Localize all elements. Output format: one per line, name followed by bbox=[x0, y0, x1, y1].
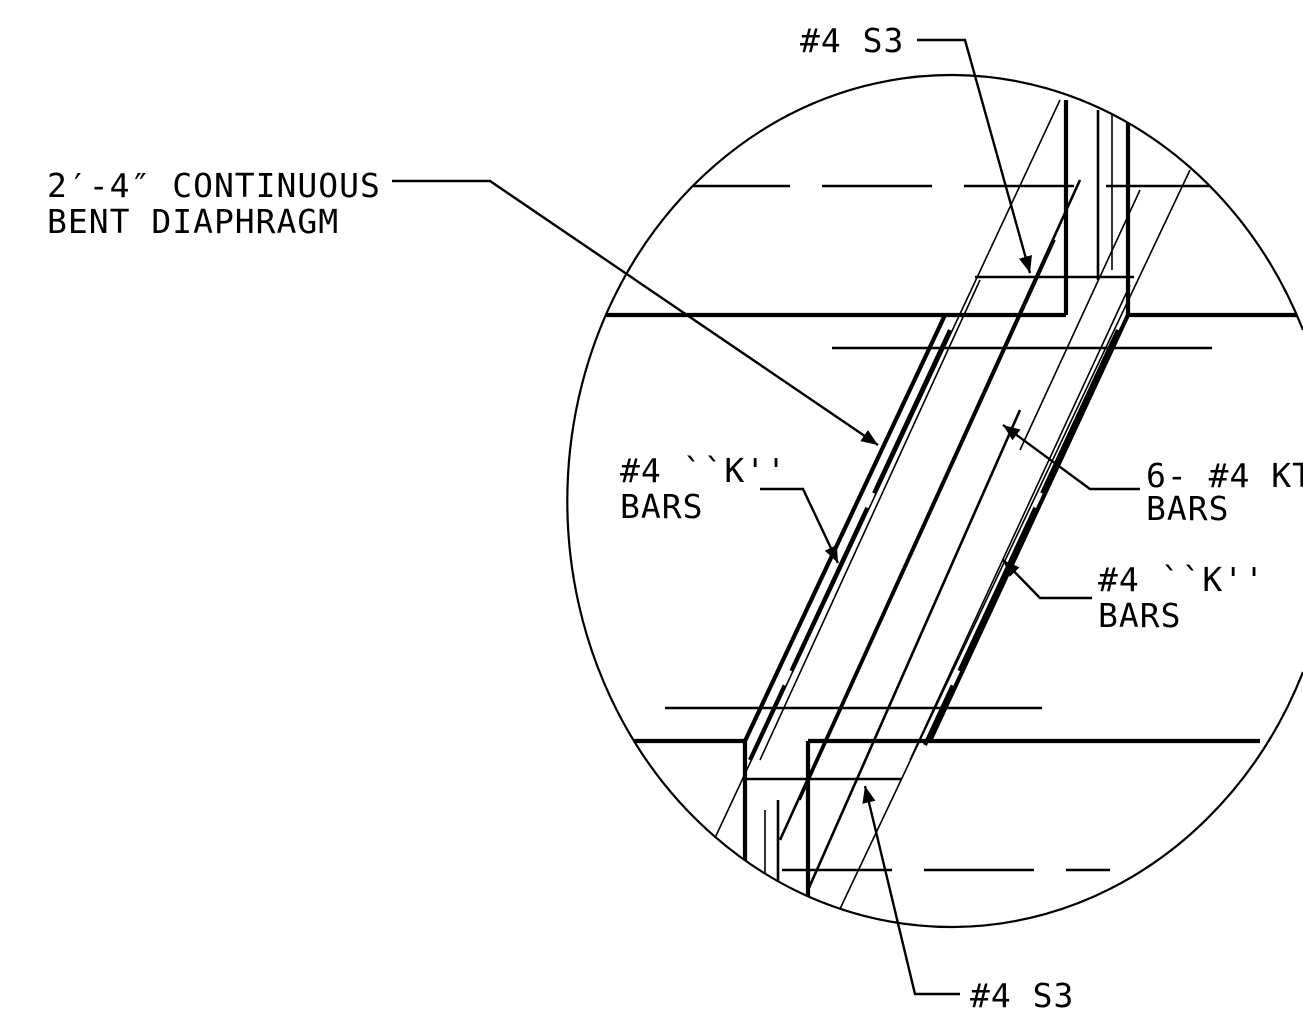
leader-s3-top bbox=[917, 38, 1032, 274]
leader-lines bbox=[392, 38, 1140, 996]
label-s3-bottom: #4 S3 bbox=[970, 976, 1074, 1009]
leader-diaphragm bbox=[392, 179, 879, 446]
label-k-bars-right-line1: #4 ``K'' bbox=[1098, 560, 1265, 599]
detail-circle bbox=[566, 73, 1303, 929]
label-diaphragm-line2: BENT DIAPHRAGM bbox=[47, 202, 339, 241]
skew-thin-5 bbox=[909, 284, 1131, 761]
kt-bar-diagonal-3 bbox=[806, 409, 1022, 891]
skew-thin-3 bbox=[1019, 189, 1141, 451]
label-kt-bars-line2: BARS bbox=[1146, 489, 1229, 528]
left-k-bar bbox=[748, 329, 952, 761]
label-k-bars-right-line2: BARS bbox=[1098, 596, 1181, 635]
diaphragm-right-face bbox=[928, 314, 1130, 742]
skew-thin-1 bbox=[699, 99, 1061, 871]
label-k-bars-left-line1: #4 ``K'' bbox=[620, 451, 787, 490]
leader-k-bars-left bbox=[760, 487, 840, 564]
kt-bar-diagonal-1 bbox=[778, 179, 1082, 841]
label-diaphragm-line1: 2′-4″ CONTINUOUS bbox=[47, 166, 381, 205]
callout-labels: 2′-4″ CONTINUOUS BENT DIAPHRAGM #4 S3 #4… bbox=[47, 21, 1303, 1009]
right-k-bar bbox=[923, 329, 1120, 746]
leader-s3-bottom bbox=[862, 785, 960, 996]
label-s3-top: #4 S3 bbox=[800, 21, 904, 60]
leader-k-bars-right bbox=[1002, 559, 1092, 600]
skew-thin-4 bbox=[759, 279, 981, 761]
detail-contents bbox=[580, 99, 1303, 928]
skew-thin-2 bbox=[829, 169, 1191, 928]
kt-bar-diagonal-2 bbox=[799, 239, 1056, 801]
leader-kt-bars bbox=[1002, 424, 1140, 491]
diaphragm-left-face bbox=[743, 314, 947, 742]
label-k-bars-left-line2: BARS bbox=[620, 487, 703, 526]
label-kt-bars-line1: 6- #4 KT bbox=[1146, 456, 1303, 495]
